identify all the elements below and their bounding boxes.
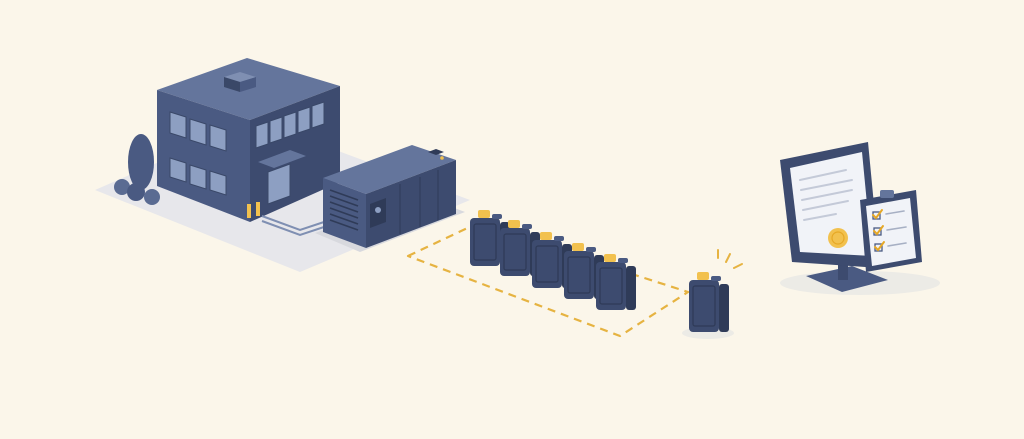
roof-unit-front	[240, 77, 256, 92]
shrubs	[114, 134, 160, 205]
single-jerrycan-icon	[689, 272, 729, 332]
fuel-storage-boundary	[406, 222, 690, 338]
bush-2	[127, 183, 145, 201]
generator-exhaust	[428, 149, 444, 155]
office-building-icon	[157, 58, 340, 237]
generator-gauge	[375, 207, 381, 213]
jerrycan-5	[596, 254, 636, 310]
entrance-door	[267, 163, 291, 205]
left-windows	[169, 111, 227, 196]
right-windows	[255, 101, 325, 149]
generator-top	[323, 145, 456, 194]
pipe-2	[261, 220, 331, 237]
roof-unit-side	[224, 77, 240, 92]
diesel-generator-icon	[315, 145, 465, 252]
generator-light	[440, 156, 444, 160]
pipe-1	[261, 215, 331, 232]
jerrycan-group-icon	[470, 210, 636, 310]
checklist-checks	[872, 209, 885, 252]
bollard-1	[247, 204, 251, 218]
certificate-document-icon	[780, 142, 888, 292]
bush-1	[114, 179, 130, 195]
certificate-seal-inner	[831, 231, 845, 245]
entrance-canopy	[258, 150, 306, 168]
bollard-2	[256, 202, 260, 216]
clipboard-clip	[880, 190, 894, 198]
spark-lines	[717, 249, 743, 269]
bush-3	[144, 189, 160, 205]
generator-doors	[399, 170, 439, 234]
checklist-lines	[885, 210, 907, 247]
document-lines	[799, 169, 853, 221]
certificate-seal	[828, 228, 848, 248]
clipboard-checklist-icon	[860, 190, 922, 272]
generator-right-face	[366, 160, 456, 248]
generator-vents	[329, 189, 359, 231]
tree	[128, 134, 154, 190]
